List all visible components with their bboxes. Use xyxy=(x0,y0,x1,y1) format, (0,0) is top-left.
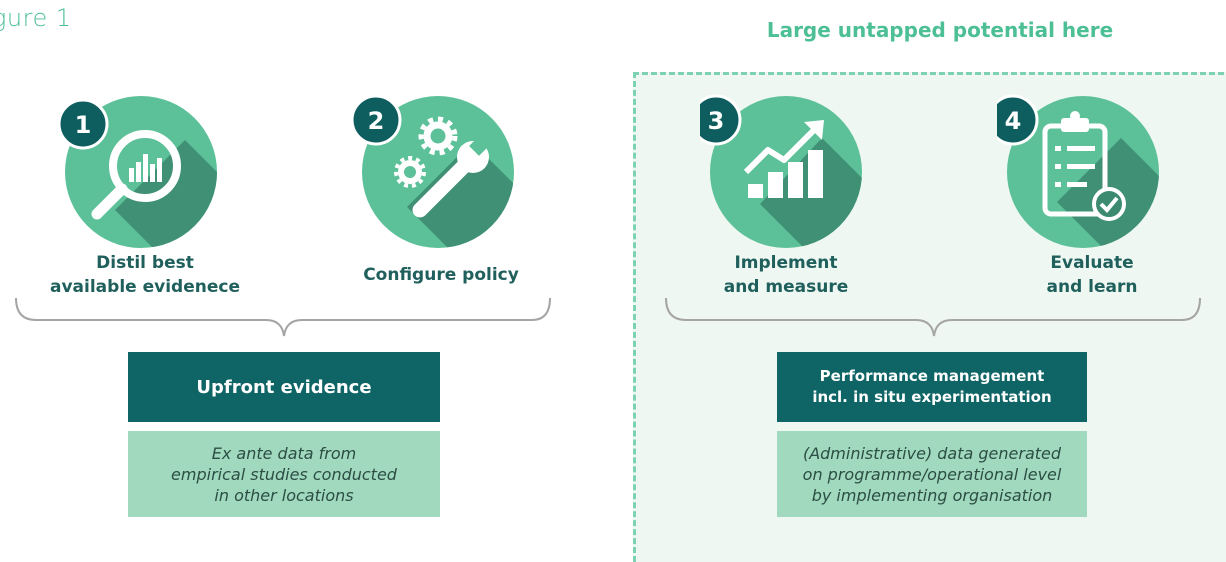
upfront-evidence-description: Ex ante data from empirical studies cond… xyxy=(128,431,440,517)
step-4-label: Evaluate and learn xyxy=(1046,253,1138,297)
step-badge-3: 3 xyxy=(700,94,742,146)
untapped-potential-banner: Large untapped potential here xyxy=(766,18,1114,42)
svg-text:2: 2 xyxy=(368,107,385,135)
step-badge-1: 1 xyxy=(57,98,109,150)
step-badge-4: 4 xyxy=(997,94,1039,146)
step-3: 3 xyxy=(700,92,900,262)
svg-text:3: 3 xyxy=(708,107,725,135)
magnifier-chart-icon xyxy=(91,130,181,220)
figure-label: gure 1 xyxy=(0,4,72,32)
step-4: 4 xyxy=(997,92,1197,262)
step-1-label: Distil best available evidenece xyxy=(50,253,240,297)
growth-chart-icon xyxy=(743,120,824,198)
svg-text:1: 1 xyxy=(75,111,92,139)
step-1: 1 xyxy=(55,92,255,262)
performance-management-description: (Administrative) data generated on progr… xyxy=(777,431,1087,517)
svg-text:4: 4 xyxy=(1005,107,1022,135)
clipboard-check-icon xyxy=(1042,111,1126,221)
right-group-brace xyxy=(665,297,1201,337)
performance-management-box: Performance management incl. in situ exp… xyxy=(777,352,1087,422)
step-1-graphic: 1 xyxy=(57,96,217,248)
upfront-evidence-box: Upfront evidence xyxy=(128,352,440,422)
step-4-graphic: 4 xyxy=(997,94,1159,248)
gears-wrench-icon xyxy=(394,116,489,218)
step-2: 2 xyxy=(352,92,552,262)
step-3-label: Implement and measure xyxy=(723,253,849,297)
step-2-graphic: 2 xyxy=(352,94,514,248)
left-group-brace xyxy=(15,297,551,337)
step-2-label: Configure policy xyxy=(363,265,519,285)
step-3-graphic: 3 xyxy=(700,94,862,248)
step-badge-2: 2 xyxy=(352,94,402,146)
